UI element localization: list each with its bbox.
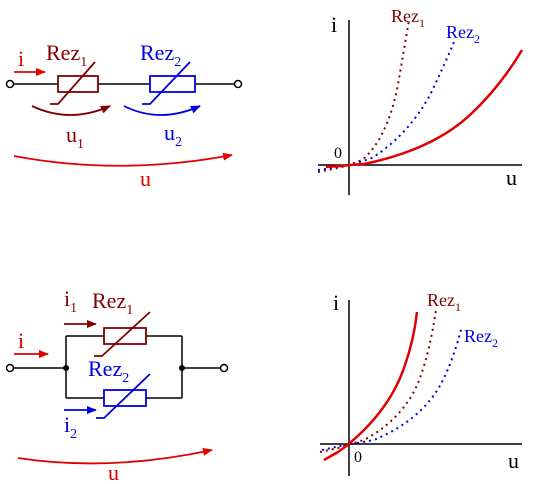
series-graph-y-label: i [331, 12, 337, 37]
series-graph-rez1-label: Rez1 [391, 6, 425, 30]
parallel-graph-rez1-label: Rez1 [427, 290, 461, 314]
series-u1-label: u1 [66, 122, 84, 152]
series-u2-label: u2 [164, 120, 182, 150]
series-circuit: i Rez1 Rez2 u1 u2 u [5, 40, 243, 191]
parallel-graph-x-label: u [508, 448, 519, 473]
series-graph-x-label: u [506, 165, 517, 190]
series-graph-origin: 0 [334, 145, 342, 162]
parallel-u-arrow [17, 447, 213, 465]
series-u1-arrow [31, 105, 111, 116]
series-graph: i u 0 Rez1 Rez2 [317, 6, 524, 195]
series-graph-curve-rez1 [317, 19, 410, 173]
parallel-graph-origin: 0 [354, 449, 362, 466]
parallel-graph-rez2-label: Rez2 [464, 326, 498, 350]
parallel-rez2-label: Rez2 [88, 356, 129, 386]
series-rez1-varistor [50, 61, 99, 105]
parallel-node-left [63, 365, 69, 371]
parallel-wires [14, 335, 220, 399]
parallel-graph-curve-rez1 [319, 309, 437, 453]
parallel-u-label: u [108, 460, 119, 484]
series-terminal-right [233, 79, 243, 89]
series-u-label: u [140, 166, 151, 191]
parallel-circuit: i i1 Rez1 Rez2 i2 u [5, 286, 229, 484]
parallel-graph-curve-rez2 [321, 325, 463, 451]
series-graph-rez2-label: Rez2 [446, 22, 480, 46]
parallel-current-label: i [18, 328, 24, 353]
parallel-rez1-varistor [94, 311, 151, 357]
parallel-i2-label: i2 [64, 412, 77, 442]
parallel-i1-label: i1 [64, 286, 77, 316]
series-terminal-left [5, 79, 15, 89]
parallel-rez1-label: Rez1 [92, 288, 133, 318]
series-current-label: i [18, 46, 24, 71]
parallel-graph-y-label: i [333, 290, 339, 315]
parallel-terminal-right [219, 363, 229, 373]
parallel-terminal-left [5, 363, 15, 373]
parallel-graph-curve-total [323, 311, 419, 462]
parallel-node-right [179, 365, 185, 371]
series-u2-arrow [123, 105, 201, 116]
series-rez2-label: Rez2 [140, 40, 181, 70]
series-rez2-varistor [142, 61, 196, 105]
parallel-graph: i u 0 Rez1 Rez2 [319, 290, 522, 476]
series-u-arrow [13, 152, 233, 167]
parallel-rez2-varistor [96, 373, 151, 419]
series-rez1-label: Rez1 [46, 40, 87, 70]
series-graph-curve-total [325, 49, 524, 169]
